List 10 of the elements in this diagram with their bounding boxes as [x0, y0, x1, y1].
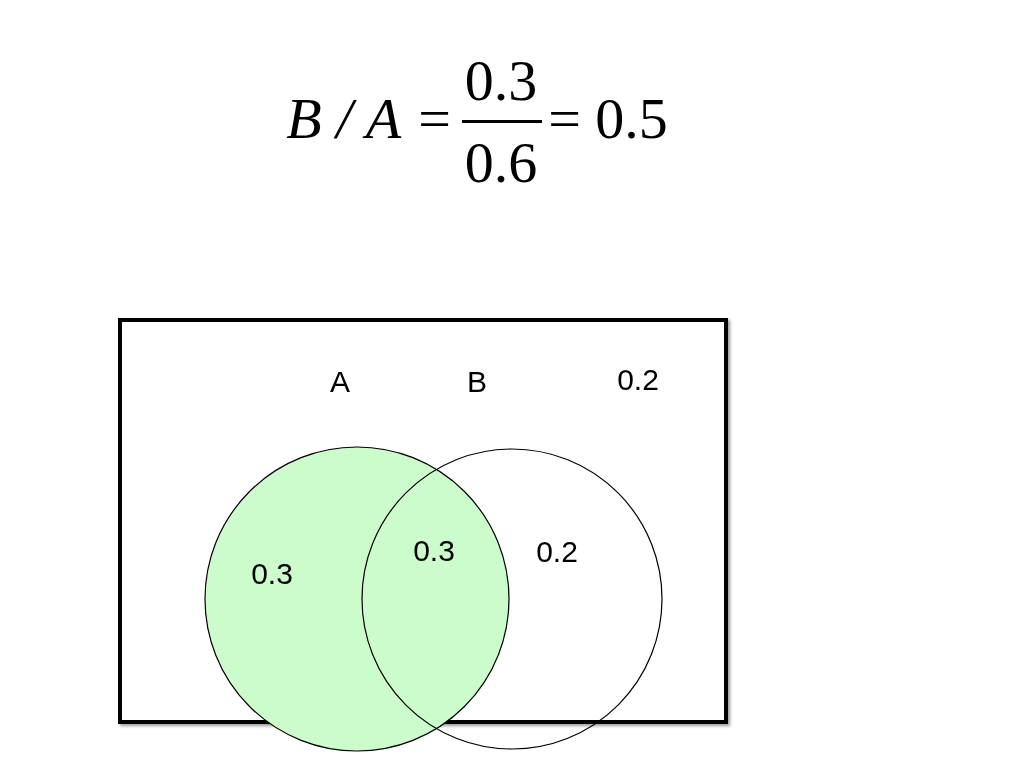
fraction-number: 0.3	[464, 46, 538, 114]
probability-value: 0.2	[536, 535, 578, 569]
fraction-number: 0.6	[464, 128, 538, 196]
probability-value: 0.3	[251, 557, 293, 591]
probability-value: 0.2	[617, 363, 659, 397]
probability-value: 0.3	[413, 534, 455, 568]
set-label: A	[330, 365, 350, 399]
formula-text: B / A =	[286, 84, 454, 152]
formula-text: = 0.5	[548, 84, 668, 152]
set-label: B	[467, 365, 487, 399]
